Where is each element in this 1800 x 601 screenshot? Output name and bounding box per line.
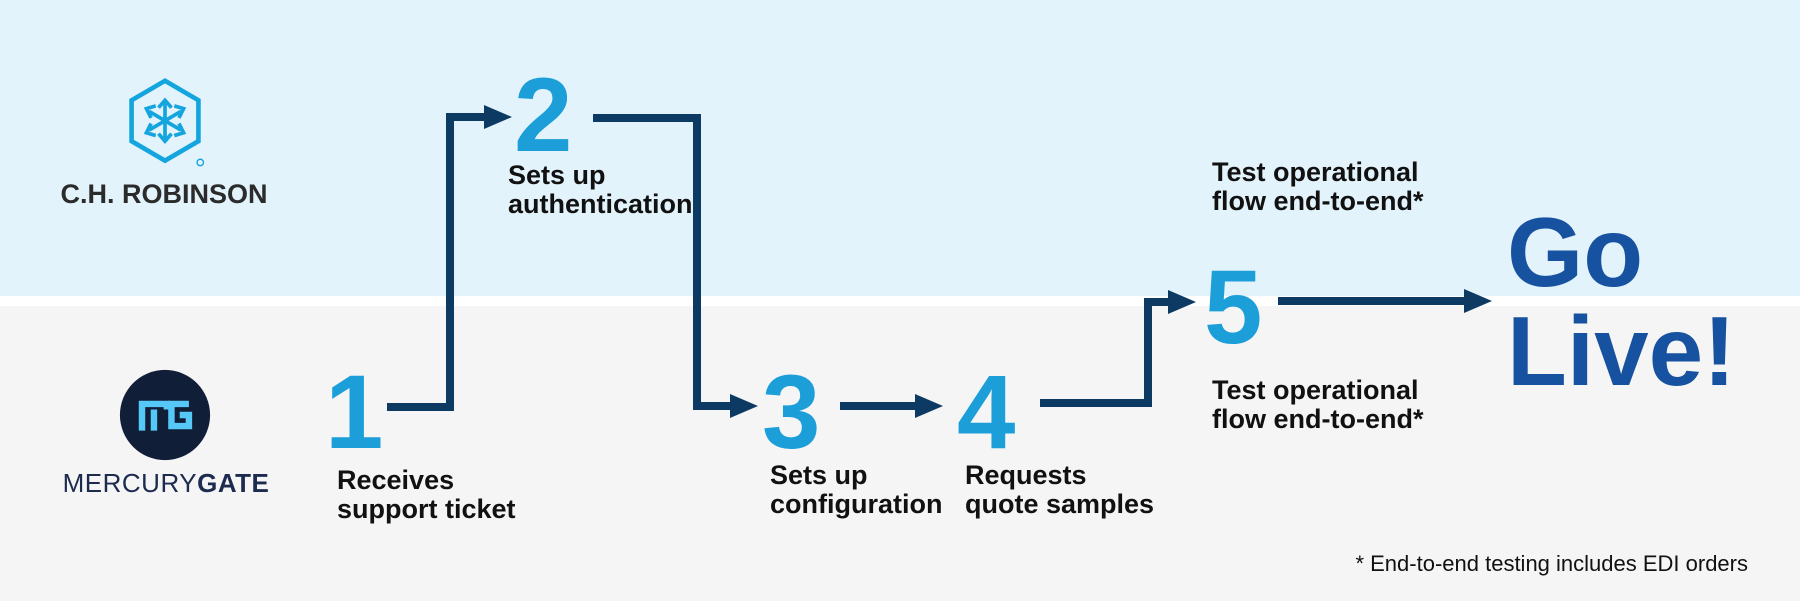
step-1-label-line2: support ticket: [337, 494, 516, 524]
lane-mercurygate-background: [0, 306, 1800, 601]
step-3-number: 3: [762, 354, 821, 471]
mercurygate-brand-regular: MERCURY: [62, 468, 198, 498]
step-4-label-line2: quote samples: [965, 489, 1155, 519]
step-4-label: Requests quote samples: [965, 461, 1154, 519]
step-4-number: 4: [957, 354, 1016, 471]
step-1-label-line1: Receives: [337, 465, 455, 495]
step-5-label-upper: Test operational flow end-to-end*: [1212, 158, 1423, 216]
lane-divider: [0, 296, 1800, 306]
step-5-label-lower: Test operational flow end-to-end*: [1212, 376, 1423, 434]
step-2-label-line2: authentication: [508, 189, 693, 219]
go-live-title: Go Live!: [1507, 203, 1736, 401]
lane-chrobinson-background: [0, 0, 1800, 296]
mercurygate-circle-icon: [119, 369, 211, 461]
mercurygate-brand-name: MERCURYGATE: [55, 468, 277, 499]
step-3-label-line2: configuration: [770, 489, 943, 519]
step-2-label: Sets up authentication: [508, 161, 693, 219]
ch-robinson-brand-name: C.H. ROBINSON: [60, 179, 268, 209]
registered-mark-icon: [196, 158, 204, 167]
step-2-number: 2: [514, 57, 573, 174]
step-4-label-line1: Requests: [965, 460, 1087, 490]
step-5-label-lower-line2: flow end-to-end*: [1212, 404, 1424, 434]
step-5-label-upper-line2: flow end-to-end*: [1212, 186, 1424, 216]
mercurygate-brand-bold: GATE: [197, 468, 270, 498]
step-5-label-upper-line1: Test operational: [1212, 157, 1419, 187]
go-live-line1: Go: [1507, 197, 1644, 307]
ch-robinson-hexagon-icon: [129, 78, 204, 167]
step-1-number: 1: [325, 354, 384, 471]
step-3-label: Sets up configuration: [770, 461, 942, 519]
step-5-label-lower-line1: Test operational: [1212, 375, 1419, 405]
step-3-label-line1: Sets up: [770, 460, 868, 490]
footnote: * End-to-end testing includes EDI orders: [1355, 551, 1748, 576]
step-5-number: 5: [1204, 249, 1263, 366]
step-2-label-line1: Sets up: [508, 160, 606, 190]
step-1-label: Receives support ticket: [337, 466, 516, 524]
go-live-line2: Live!: [1507, 296, 1736, 406]
